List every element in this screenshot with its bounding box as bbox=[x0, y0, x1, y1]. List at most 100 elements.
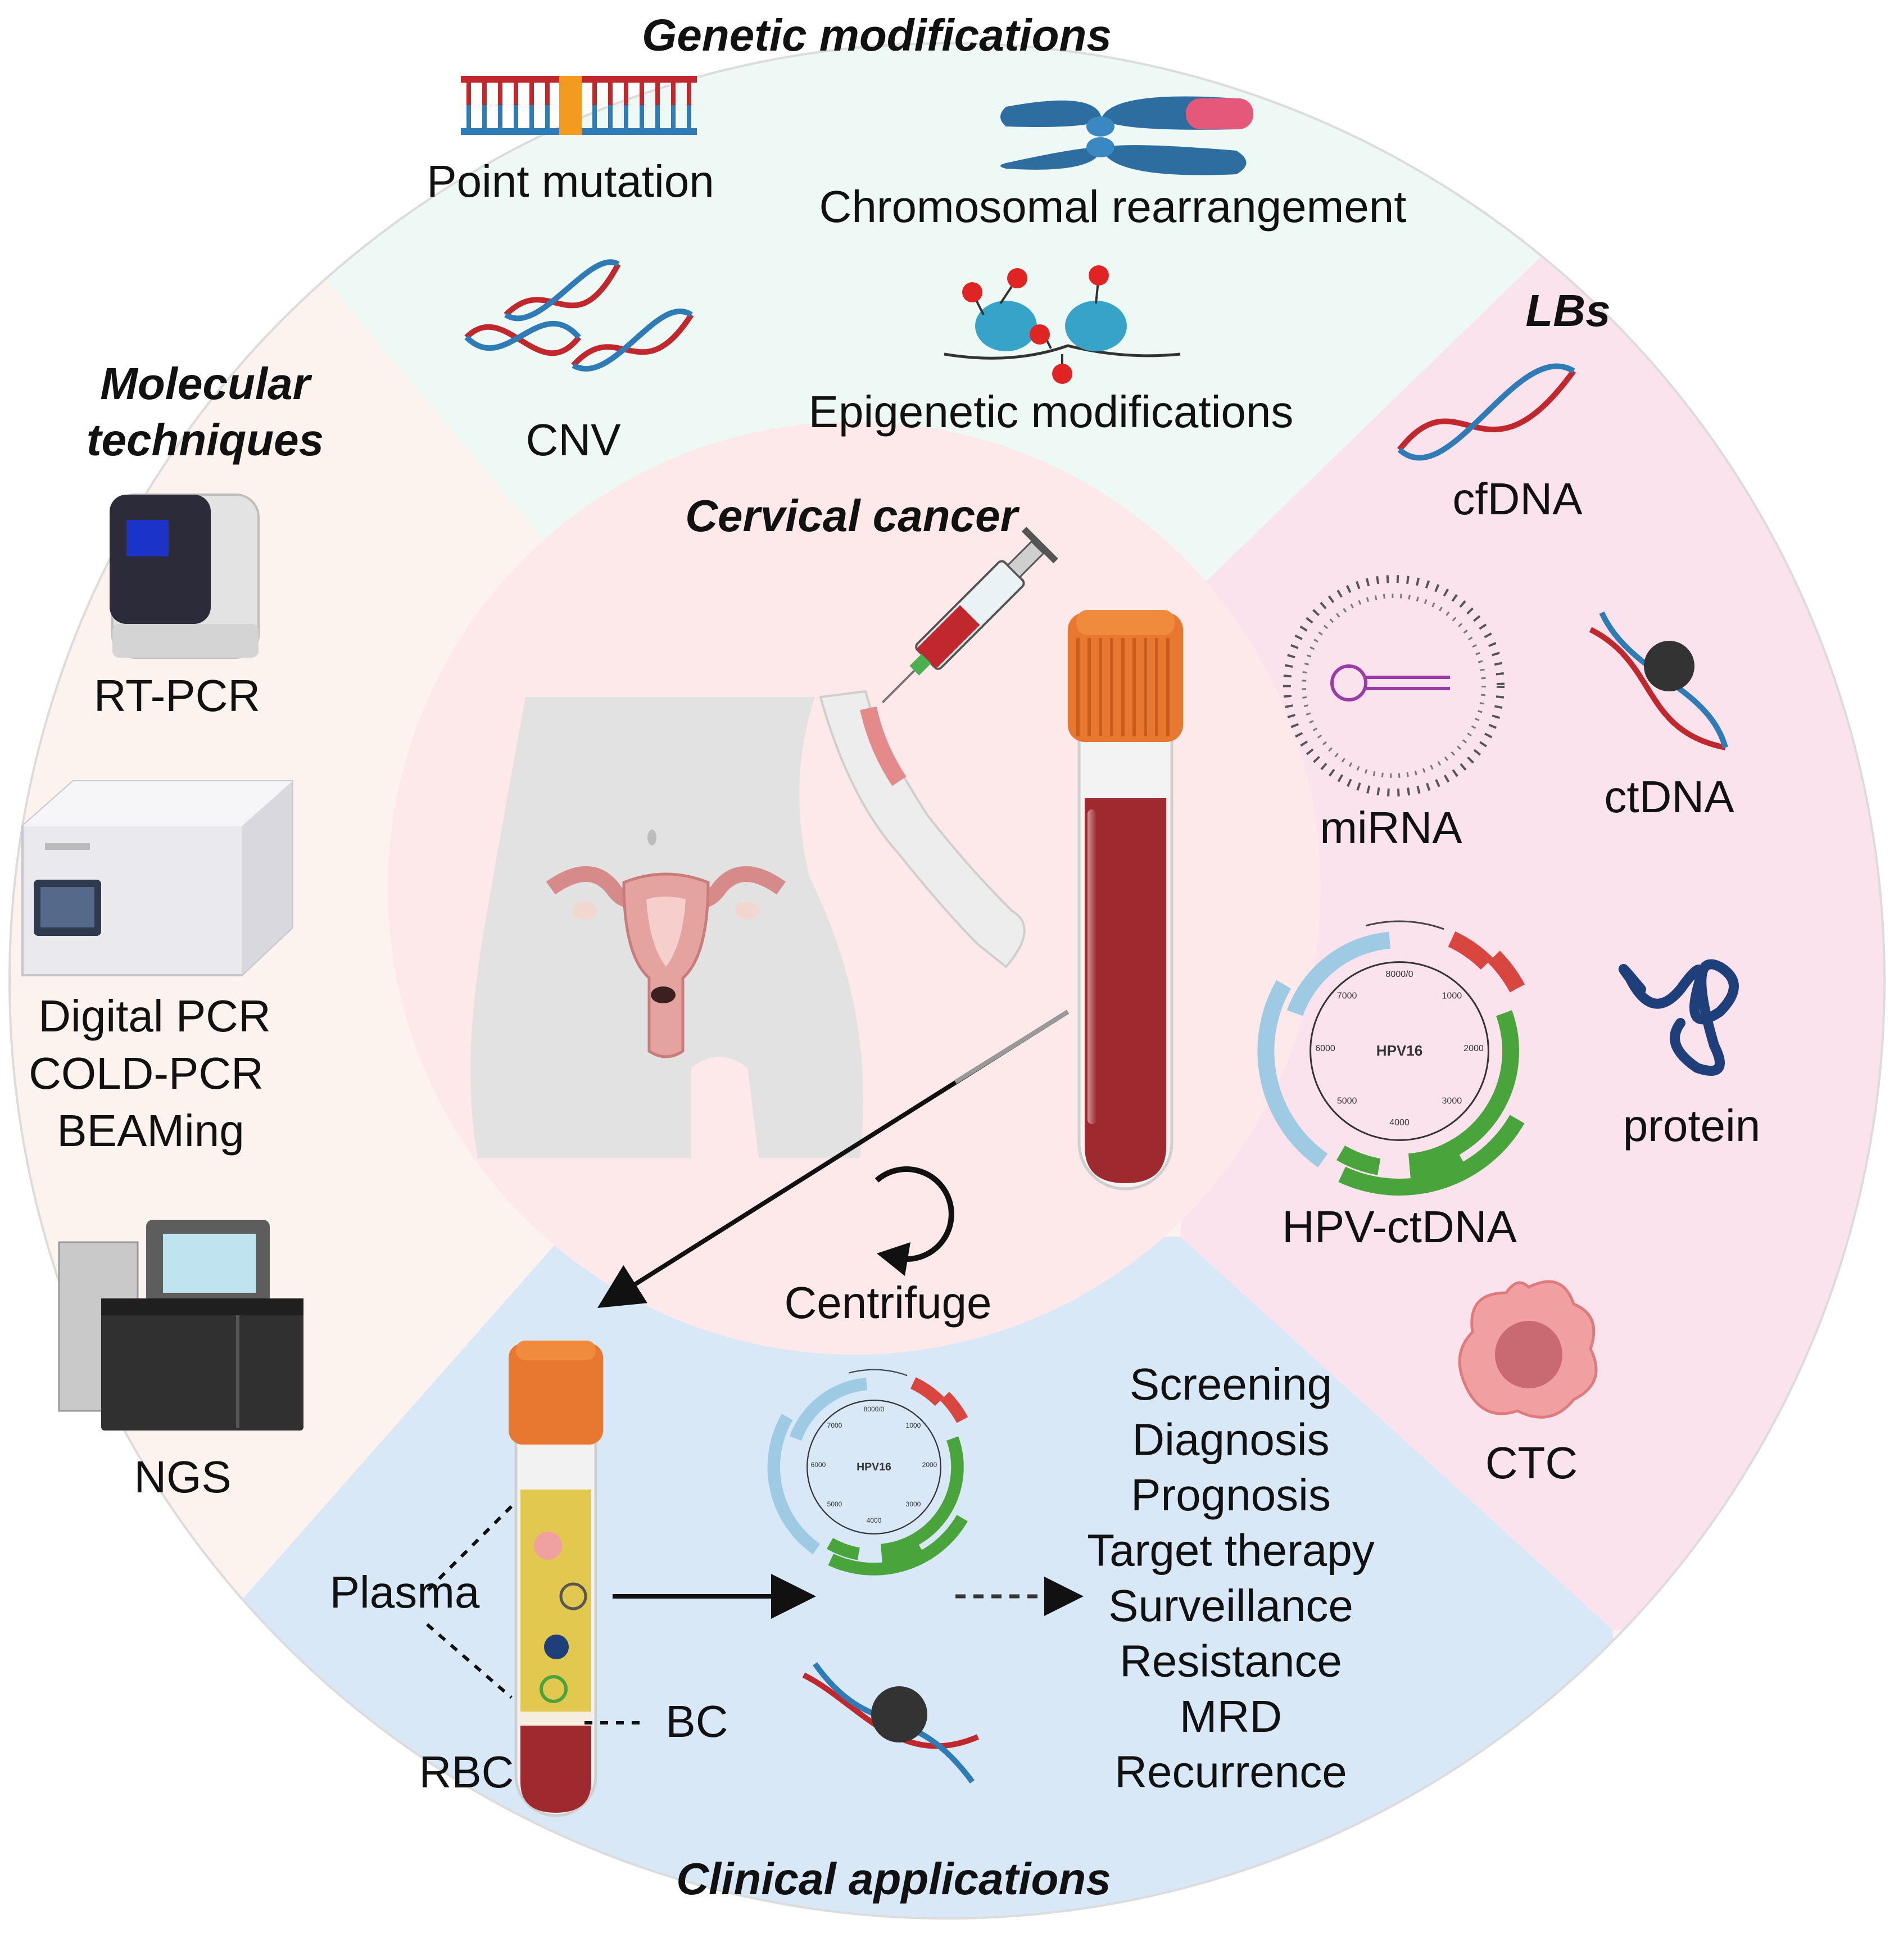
hpv-gene-arc bbox=[910, 1377, 944, 1406]
application-item: Diagnosis bbox=[1132, 1415, 1329, 1465]
beaming-line: BEAMing bbox=[57, 1106, 244, 1156]
cold-pcr-line: COLD-PCR bbox=[29, 1048, 264, 1098]
hpv-tick-label: 3000 bbox=[1442, 1096, 1462, 1106]
rtpcr-label: RT-PCR bbox=[94, 671, 260, 721]
lbs-sector bbox=[1180, 225, 1886, 1630]
hpv-genome-circle bbox=[806, 1400, 941, 1534]
hpv-tick-label: 2000 bbox=[922, 1461, 937, 1469]
plasma-leader-bottom bbox=[426, 1623, 513, 1699]
chromosomal-label: Chromosomal rearrangement bbox=[819, 182, 1407, 232]
protein-icon bbox=[1618, 959, 1739, 1076]
hpv-gene-arc bbox=[789, 1377, 868, 1441]
rotate-arrow-icon bbox=[874, 1166, 954, 1276]
dna-helix-icon bbox=[464, 259, 694, 372]
digital-pcr-label: Digital PCR COLD-PCR BEAMing bbox=[29, 991, 271, 1156]
pcr-machine-icon bbox=[110, 494, 260, 659]
nucleosome-icon bbox=[944, 265, 1181, 384]
ctc-label: CTC bbox=[1485, 1438, 1578, 1488]
hpv-ctdna-label: HPV-ctDNA bbox=[1282, 1202, 1517, 1252]
hpv-tick-label: 7000 bbox=[827, 1422, 842, 1429]
ctdna-bead-small bbox=[871, 1686, 927, 1742]
hpv-gene-arc bbox=[881, 1542, 924, 1566]
hpv-tick-label: 1000 bbox=[1442, 992, 1462, 1001]
hpv-tick-label: 2000 bbox=[1463, 1044, 1484, 1053]
hpv-gene-arc bbox=[1338, 1115, 1525, 1196]
cervical-cancer-title: Cervical cancer bbox=[685, 491, 1020, 541]
hpv-gene-arc bbox=[880, 1436, 964, 1557]
ctc-cell-icon bbox=[1458, 1280, 1598, 1419]
uterus-icon bbox=[546, 866, 786, 1058]
hpv-tick-label: 8000/0 bbox=[864, 1405, 885, 1413]
dna-ladder-icon bbox=[461, 76, 697, 135]
hpv-tick-label: 4000 bbox=[867, 1517, 882, 1524]
hpv-gene-arc bbox=[1286, 931, 1391, 1016]
bc-label: BC bbox=[665, 1696, 728, 1746]
arrow-fade bbox=[954, 1010, 1070, 1084]
application-item: Resistance bbox=[1120, 1636, 1342, 1686]
hpv-gene-arc bbox=[1488, 950, 1525, 993]
plasma-leader-top bbox=[425, 1505, 513, 1592]
hpv-gene-arc bbox=[1257, 980, 1328, 1167]
hpv-gene-arc bbox=[1448, 931, 1493, 970]
point-mutation-label: Point mutation bbox=[427, 156, 714, 206]
application-item: Screening bbox=[1130, 1359, 1332, 1409]
protein-label: protein bbox=[1623, 1101, 1761, 1151]
hpv-center-label: HPV16 bbox=[857, 1461, 891, 1473]
application-item: Target therapy bbox=[1087, 1526, 1374, 1576]
application-item: Surveillance bbox=[1108, 1581, 1353, 1631]
epigenetic-label: Epigenetic modifications bbox=[809, 387, 1294, 437]
ngs-sequencer-icon bbox=[58, 1220, 303, 1431]
centrifuge-label: Centrifuge bbox=[784, 1278, 991, 1328]
lbs-title: LBs bbox=[1525, 286, 1610, 336]
clinical-title: Clinical applications bbox=[676, 1854, 1111, 1904]
hpv-tick-label: 5000 bbox=[827, 1500, 842, 1508]
outer-ring bbox=[8, 42, 1886, 1920]
syringe-icon bbox=[881, 527, 1058, 704]
hpv-tick-label: 1000 bbox=[906, 1422, 921, 1429]
digital-pcr-line: Digital PCR bbox=[38, 991, 270, 1041]
cnv-label: CNV bbox=[526, 415, 622, 465]
chromosome-icon bbox=[1000, 96, 1253, 175]
genetic-title: Genetic modifications bbox=[642, 10, 1112, 60]
hpv-tick-label: 6000 bbox=[811, 1461, 826, 1469]
digital-pcr-machine-icon bbox=[21, 780, 293, 976]
hpv-tick-label: 7000 bbox=[1337, 992, 1357, 1001]
blood-tube-icon bbox=[1068, 610, 1183, 1191]
hpv-lcr-line bbox=[1365, 920, 1444, 930]
application-item: Recurrence bbox=[1114, 1747, 1347, 1797]
hpv-genome-circle bbox=[1310, 961, 1489, 1141]
application-item: MRD bbox=[1180, 1691, 1282, 1741]
dna-helix-icon bbox=[1397, 363, 1576, 461]
rbc-label: RBC bbox=[419, 1747, 514, 1797]
hpv-gene-arc bbox=[827, 1537, 860, 1560]
cfdna-label: cfDNA bbox=[1452, 474, 1583, 524]
ctdna-bead bbox=[1644, 641, 1694, 691]
hpv-center-label: HPV16 bbox=[1376, 1042, 1422, 1059]
molecular-title-line2: techniques bbox=[87, 415, 324, 465]
hpv-lcr-line bbox=[848, 1369, 908, 1377]
hpv-tick-label: 3000 bbox=[906, 1500, 921, 1508]
hpv-gene-arc bbox=[1409, 1151, 1466, 1183]
ngs-label: NGS bbox=[134, 1452, 231, 1502]
hpv-gene-arc bbox=[828, 1515, 968, 1576]
plasma-label: Plasma bbox=[330, 1567, 480, 1617]
application-item: Prognosis bbox=[1131, 1470, 1331, 1520]
hpv-gene-arc bbox=[940, 1392, 968, 1423]
ctdna-label: ctDNA bbox=[1604, 772, 1734, 822]
hpv-tick-label: 6000 bbox=[1315, 1044, 1335, 1053]
molecular-title-line1: Molecular bbox=[100, 359, 312, 409]
hpv-gene-arc bbox=[767, 1414, 821, 1555]
arm-icon bbox=[819, 690, 1026, 968]
hpv-gene-arc bbox=[1408, 1010, 1519, 1171]
hpv-gene-arc bbox=[1336, 1145, 1381, 1175]
blood-tube-icon bbox=[509, 1341, 603, 1817]
exosome-icon bbox=[1283, 575, 1505, 796]
mirna-label: miRNA bbox=[1320, 803, 1462, 853]
hpv-tick-label: 4000 bbox=[1389, 1118, 1410, 1128]
hpv-tick-label: 5000 bbox=[1337, 1096, 1357, 1106]
